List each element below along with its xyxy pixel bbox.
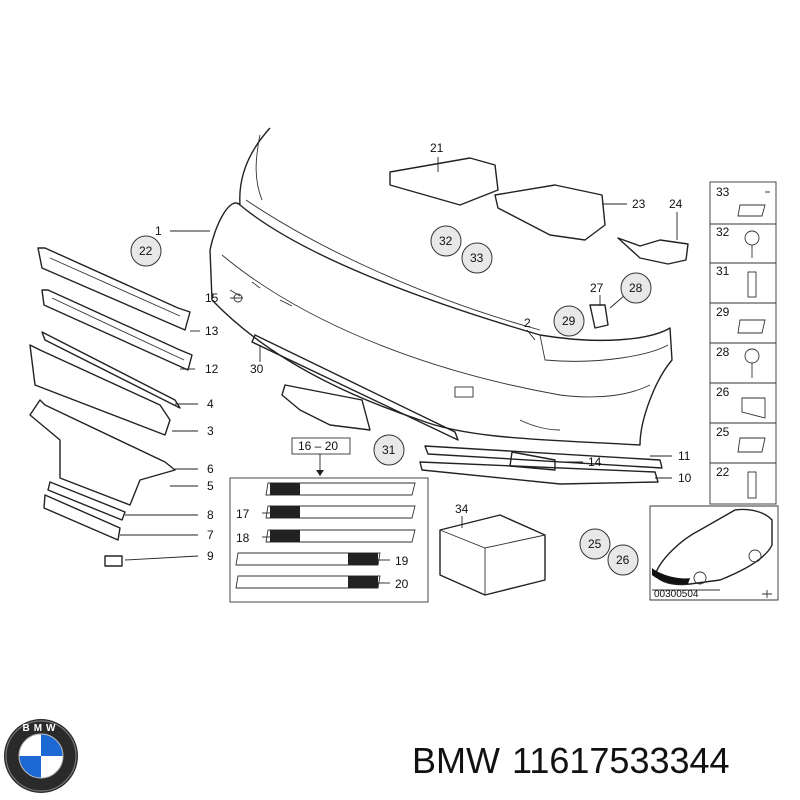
label-16-20: 16 – 20: [298, 439, 338, 453]
label-10: 10: [678, 471, 692, 485]
label-6: 6: [207, 462, 214, 476]
panel-31: 31: [716, 264, 730, 278]
circled-25: 25: [588, 537, 602, 551]
part-labels: 1 15 13 12 4 3 6 5 8 7 9 30 2 21 23 24 2…: [155, 141, 692, 591]
label-17: 17: [236, 507, 250, 521]
label-30: 30: [250, 362, 264, 376]
panel-32: 32: [716, 225, 730, 239]
panel-26: 26: [716, 385, 730, 399]
circled-32: 32: [439, 234, 453, 248]
panel-22: 22: [716, 465, 730, 479]
bmw-logo: BMW: [4, 719, 78, 793]
bmw-logo-letters: BMW: [23, 723, 60, 734]
label-15: 15: [205, 291, 219, 305]
label-3: 3: [207, 424, 214, 438]
fastener-panel: [709, 181, 777, 505]
brand-name: BMW: [412, 740, 500, 781]
part-number: 11617533344: [511, 740, 730, 781]
panel-33: 33: [716, 185, 730, 199]
panel-29: 29: [716, 305, 730, 319]
panel-28: 28: [716, 345, 730, 359]
trim-group-box: [229, 437, 429, 603]
label-20: 20: [395, 577, 409, 591]
circled-22: 22: [139, 244, 153, 258]
circled-33: 33: [470, 251, 484, 265]
circled-29: 29: [562, 314, 576, 328]
label-19: 19: [395, 554, 409, 568]
label-2: 2: [524, 316, 531, 330]
label-5: 5: [207, 479, 214, 493]
label-27: 27: [590, 281, 604, 295]
label-8: 8: [207, 508, 214, 522]
label-21: 21: [430, 141, 444, 155]
label-13: 13: [205, 324, 219, 338]
circled-31: 31: [382, 443, 396, 457]
bumper-drawing: [209, 127, 673, 446]
circled-26: 26: [616, 553, 630, 567]
grille-parts: [29, 247, 193, 567]
label-12: 12: [205, 362, 219, 376]
label-11: 11: [678, 449, 691, 463]
label-9: 9: [207, 549, 214, 563]
panel-25: 25: [716, 425, 730, 439]
circled-28: 28: [629, 281, 643, 295]
label-24: 24: [669, 197, 683, 211]
label-1: 1: [155, 224, 162, 238]
label-34: 34: [455, 502, 469, 516]
circled-labels: 22 32 33 31 25 26 28 29: [130, 225, 652, 576]
label-7: 7: [207, 528, 214, 542]
leader-lines: [120, 157, 770, 584]
car-thumbnail: [649, 505, 779, 601]
brand-caption: BMW 11617533344: [412, 736, 792, 786]
label-23: 23: [632, 197, 646, 211]
label-14: 14: [588, 455, 602, 469]
reference-code: 00300504: [654, 589, 699, 600]
label-18: 18: [236, 531, 250, 545]
label-4: 4: [207, 397, 214, 411]
side-panel-labels: 33 32 31 29 28 26 25 22 00300504: [654, 185, 730, 600]
misc-parts: [233, 157, 689, 596]
